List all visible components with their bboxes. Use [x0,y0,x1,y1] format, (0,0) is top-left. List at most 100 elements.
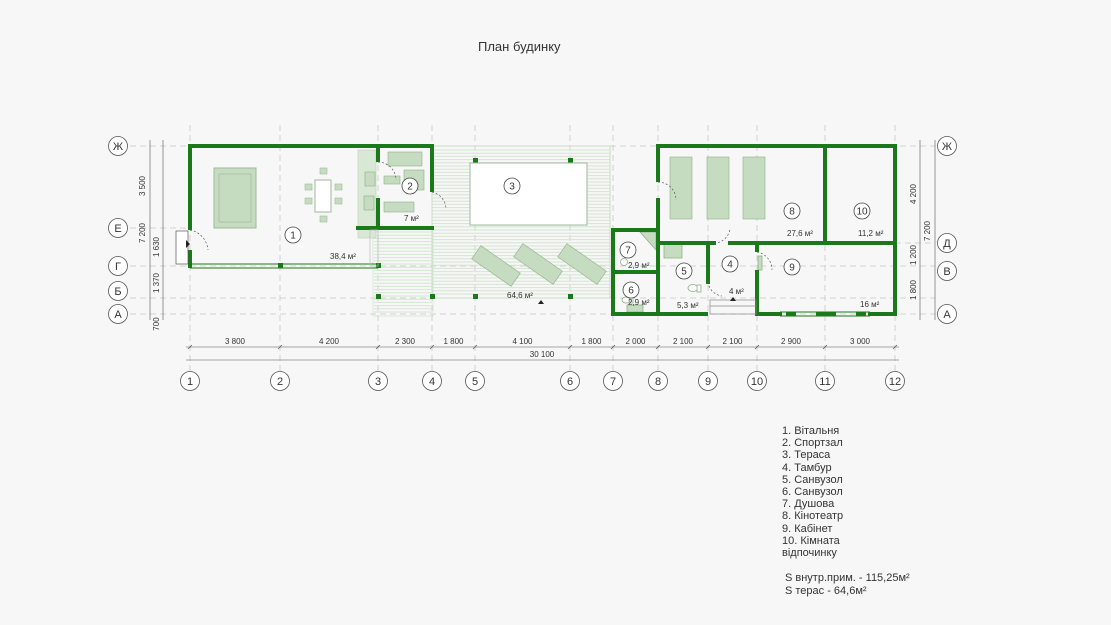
row-bubble [937,136,957,156]
dim-right-0: 4 200 [909,183,918,204]
room-number: 7 [625,246,631,257]
room-area: 64,6 м² [507,291,533,300]
dimension-total: 30 100 [530,350,555,359]
dimension-segment: 4 100 [512,337,533,346]
legend-item: 5. Санвузол [782,473,843,486]
legend-item: 1. Вітальня [782,425,840,437]
grid-vertical [189,125,896,372]
dimension-segment: 2 100 [673,337,694,346]
room-number-circle [503,177,521,195]
room-area: 11,2 м² [858,229,884,238]
walls [188,144,897,316]
summary-inner-area: S внутр.прим. - 115,25м² [785,572,910,584]
room-area: 27,6 м² [787,229,813,238]
axis-bubble [885,371,905,391]
legend-item: 4. Тамбур [782,461,832,474]
dimension-segment: 2 100 [722,337,743,346]
room-number-circle [783,202,801,220]
legend-item: 7. Душова [782,498,835,511]
axis-bubble [815,371,835,391]
axis-label: 5 [472,376,478,388]
room-number: 10 [856,207,868,218]
room-number: 3 [509,182,515,193]
room-area: 2,9 м² [628,261,650,270]
axis-bubble [270,371,290,391]
dim-left-4: 700 [152,317,161,331]
axis-label: 3 [375,376,381,388]
room-number-circle [284,226,302,244]
axis-label: 10 [751,376,763,388]
room-number-circle [622,281,640,299]
left-dimension-lines [149,140,164,320]
axis-label: 1 [187,376,193,388]
room-area: 5,3 м² [677,301,699,310]
room-number: 4 [727,260,733,271]
right-dimension-lines [919,140,936,320]
room-number-circle [853,202,871,220]
pool [469,162,588,226]
room-area: 16 м² [860,300,880,309]
dimension-segment: 2 300 [395,337,416,346]
doors [175,161,773,297]
row-label: Е [114,223,121,235]
room-number-circle [783,258,801,276]
dim-left-3: 1 370 [152,272,161,293]
sun-loungers [471,243,607,287]
room-number-circle [721,255,739,273]
area-summary: S внутр.прим. - 115,25м² S терас - 64,6м… [785,572,910,597]
dimension-segment: 3 800 [225,337,246,346]
axis-label: 12 [889,376,901,388]
dim-right-1: 7 200 [923,220,932,241]
dimension-segment: 1 800 [581,337,602,346]
axis-label: 9 [705,376,711,388]
dim-right-2: 1 200 [909,244,918,265]
row-label: Г [115,261,121,273]
legend-item: 9. Кабінет [782,522,833,535]
row-bubble [108,281,128,301]
dimension-segment: 1 800 [443,337,464,346]
dim-left-1: 7 200 [138,222,147,243]
row-bubble [108,218,128,238]
dim-right-3: 1 800 [909,279,918,300]
room-area: 7 м² [404,214,419,223]
row-label: В [943,266,950,278]
room-number: 9 [789,263,795,274]
axis-bubble [603,371,623,391]
axis-label: 11 [819,376,830,388]
terrace-posts [278,158,573,299]
living-room-furniture [213,149,377,239]
axis-bubble [422,371,442,391]
room-area: 38,4 м² [330,252,356,261]
cinema-seats [669,156,766,220]
room-number: 8 [789,207,795,218]
dim-left-0: 3 500 [138,175,147,196]
dimension-segment: 2 000 [625,337,646,346]
entrance-arrows [186,240,736,304]
axis-label: 2 [277,376,283,388]
room-number-circle [675,262,693,280]
room-number-circle [619,241,637,259]
dimension-segment: 2 900 [781,337,802,346]
row-label: Б [114,286,121,298]
room-number: 2 [407,182,413,193]
plan-title: План будинку [478,39,561,54]
room-number: 1 [290,231,296,242]
dim-left-2: 1 630 [152,236,161,257]
row-bubble [108,256,128,276]
axis-bubble [560,371,580,391]
dimension-segment: 3 000 [850,337,871,346]
axis-bubble [368,371,388,391]
axis-bubble [180,371,200,391]
row-bubble [108,304,128,324]
legend-item: 8. Кінотеатр [782,510,844,523]
bottom-dimension-lines [186,344,899,361]
axis-label: 7 [610,376,616,388]
room-area: 4 м² [729,287,744,296]
row-bubble [937,261,957,281]
legend-item: 3. Тераса [782,449,831,462]
axis-bubble [698,371,718,391]
